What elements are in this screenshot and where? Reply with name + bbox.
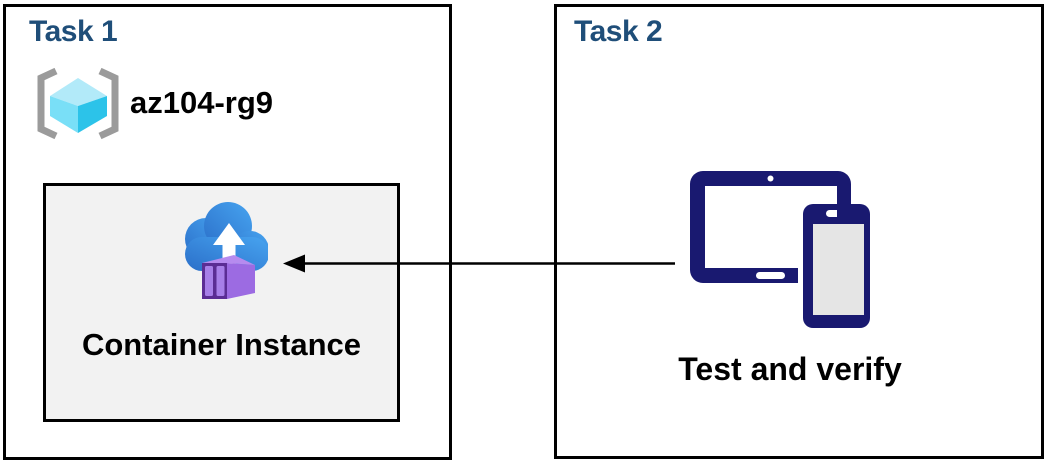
tablet-and-phone-icon	[690, 171, 875, 333]
container-box-shape	[202, 255, 255, 299]
task1-title: Task 1	[29, 15, 118, 48]
resource-group-icon	[37, 67, 119, 140]
arrow-task2-to-container-instance	[283, 254, 675, 273]
task1-box: Task 1 az104-rg9	[3, 4, 452, 460]
task2-box: Task 2 Test and verify	[554, 4, 1044, 459]
container-instance-label: Container Instance	[81, 327, 362, 362]
arrowhead-left	[283, 254, 305, 273]
resource-group-name: az104-rg9	[130, 85, 274, 120]
tablet-frame-overlap	[837, 193, 851, 224]
test-and-verify-label: Test and verify	[678, 351, 902, 387]
container-instance-box: Container Instance	[43, 183, 400, 422]
upload-arrow-shape	[213, 223, 245, 265]
container-instances-icon	[185, 202, 268, 299]
phone-shape	[798, 199, 875, 333]
task2-title: Task 2	[574, 15, 663, 48]
